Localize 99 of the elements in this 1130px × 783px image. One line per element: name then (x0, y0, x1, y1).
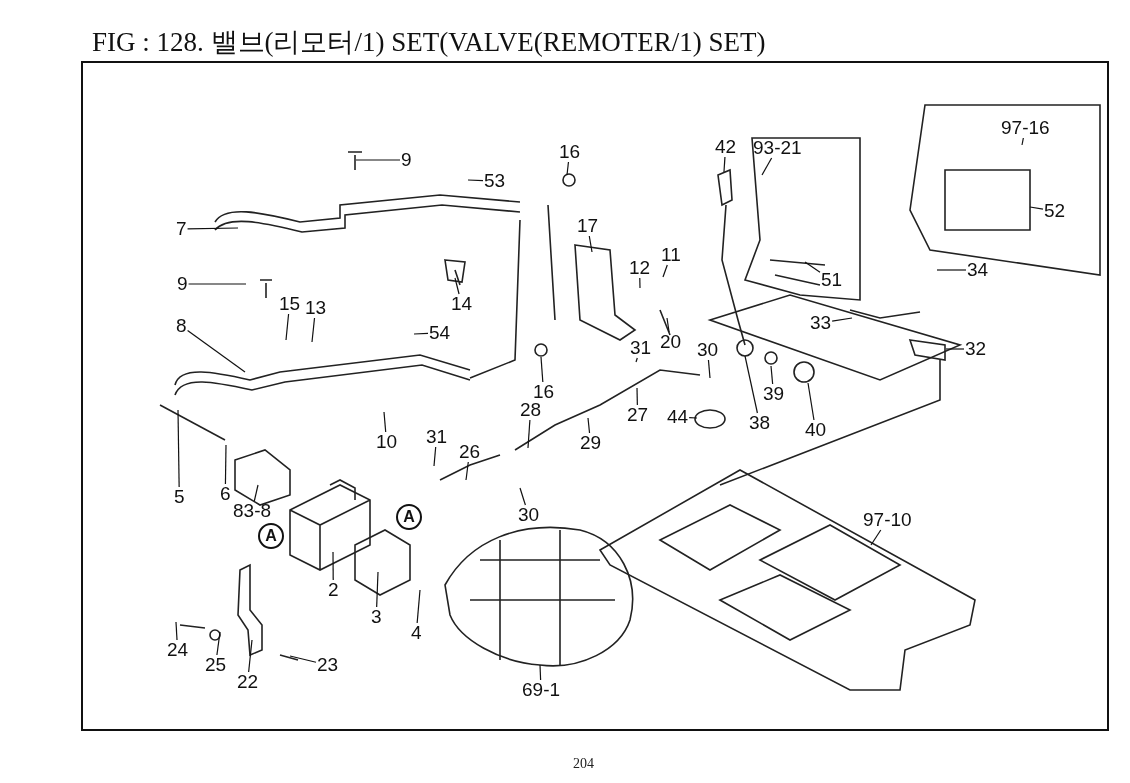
leader-line (224, 444, 227, 485)
leader-line (566, 161, 570, 176)
leader-line (666, 317, 670, 333)
callout-number: 25 (204, 655, 228, 675)
callout-number: 20 (659, 332, 683, 352)
callout-number: 10 (375, 432, 399, 452)
leader-line (413, 332, 429, 335)
leader-line (285, 313, 290, 341)
callout-number: 9 (400, 150, 413, 170)
callout-number: 12 (628, 258, 652, 278)
callout-number: 13 (304, 298, 328, 318)
leader-line (467, 179, 484, 182)
leader-line (383, 411, 387, 433)
leader-line (454, 277, 460, 295)
callout-number: 39 (762, 384, 786, 404)
callout-number: 53 (483, 171, 507, 191)
callout-number: 83-8 (232, 501, 273, 521)
callout-number: 22 (236, 672, 260, 692)
callout-number: 30 (517, 505, 541, 525)
callout-number: 6 (219, 484, 232, 504)
leader-line (248, 639, 253, 673)
leader-line (187, 329, 246, 373)
callout-number: 29 (579, 433, 603, 453)
callout-number: 4 (410, 623, 423, 643)
leader-line (416, 589, 421, 624)
callout-number: 24 (166, 640, 190, 660)
leader-line (465, 461, 469, 481)
view-marker: A (258, 523, 284, 549)
callout-number: 40 (804, 420, 828, 440)
leader-line (519, 487, 526, 506)
leader-line (936, 269, 967, 271)
leader-line (175, 621, 178, 641)
callout-number: 31 (629, 338, 653, 358)
leader-line (332, 551, 334, 581)
leader-line (433, 446, 437, 467)
callout-number: 28 (519, 400, 543, 420)
leader-line (636, 387, 638, 406)
callout-number: 33 (809, 313, 833, 333)
leader-line (639, 277, 641, 289)
leader-line (723, 156, 726, 173)
callout-number: 7 (175, 219, 188, 239)
callout-number: 34 (966, 260, 990, 280)
leader-line (177, 409, 180, 488)
leader-line (1021, 137, 1024, 146)
leader-line (945, 348, 965, 350)
leader-line (744, 355, 758, 414)
leader-line (707, 359, 711, 379)
callout-number: 15 (278, 294, 302, 314)
callout-number: 16 (532, 382, 556, 402)
leader-line (761, 157, 773, 176)
callout-number: 93-21 (752, 138, 803, 158)
view-marker: A (396, 504, 422, 530)
callout-number: 2 (327, 580, 340, 600)
callout-number: 38 (748, 413, 772, 433)
page-number: 204 (573, 756, 594, 772)
callout-number: 44 (666, 407, 690, 427)
callout-number: 54 (428, 323, 452, 343)
leader-line (527, 419, 531, 449)
leader-line (289, 655, 317, 663)
leader-line (635, 357, 638, 363)
leader-line (688, 417, 698, 419)
callout-number: 16 (558, 142, 582, 162)
callout-number: 5 (173, 487, 186, 507)
leader-line (188, 283, 247, 285)
leader-line (311, 317, 316, 343)
leader-line (870, 529, 882, 546)
callout-number: 31 (425, 427, 449, 447)
callout-number: 23 (316, 655, 340, 675)
leader-line (831, 317, 853, 322)
leader-line (588, 235, 593, 253)
leader-line (540, 356, 544, 383)
leader-line (807, 382, 815, 421)
callout-number: 52 (1043, 201, 1067, 221)
leader-line (216, 631, 221, 656)
leader-line (253, 484, 259, 502)
callout-number: 42 (714, 137, 738, 157)
leader-line (770, 365, 774, 385)
callout-number: 51 (820, 270, 844, 290)
callout-number: 26 (458, 442, 482, 462)
callout-number: 11 (660, 245, 682, 265)
callout-number: 14 (450, 294, 474, 314)
leader-line (539, 664, 542, 681)
leader-line (355, 159, 401, 161)
callout-number: 9 (176, 274, 189, 294)
figure-title: FIG : 128. 밸브(리모터/1) SET(VALVE(REMOTER/1) SET) (92, 26, 766, 59)
leader-line (1029, 206, 1044, 210)
callout-number: 27 (626, 405, 650, 425)
callout-number: 17 (576, 216, 600, 236)
leader-line (804, 261, 821, 273)
callout-number: 97-10 (862, 510, 913, 530)
callout-number: 69-1 (521, 680, 562, 700)
leader-line (187, 227, 239, 230)
callout-number: 97-16 (1000, 118, 1051, 138)
callout-number: 32 (964, 339, 988, 359)
callout-number: 3 (370, 607, 383, 627)
leader-line (662, 264, 668, 278)
leader-line (587, 417, 591, 434)
callout-number: 8 (175, 316, 188, 336)
callout-number: 30 (696, 340, 720, 360)
